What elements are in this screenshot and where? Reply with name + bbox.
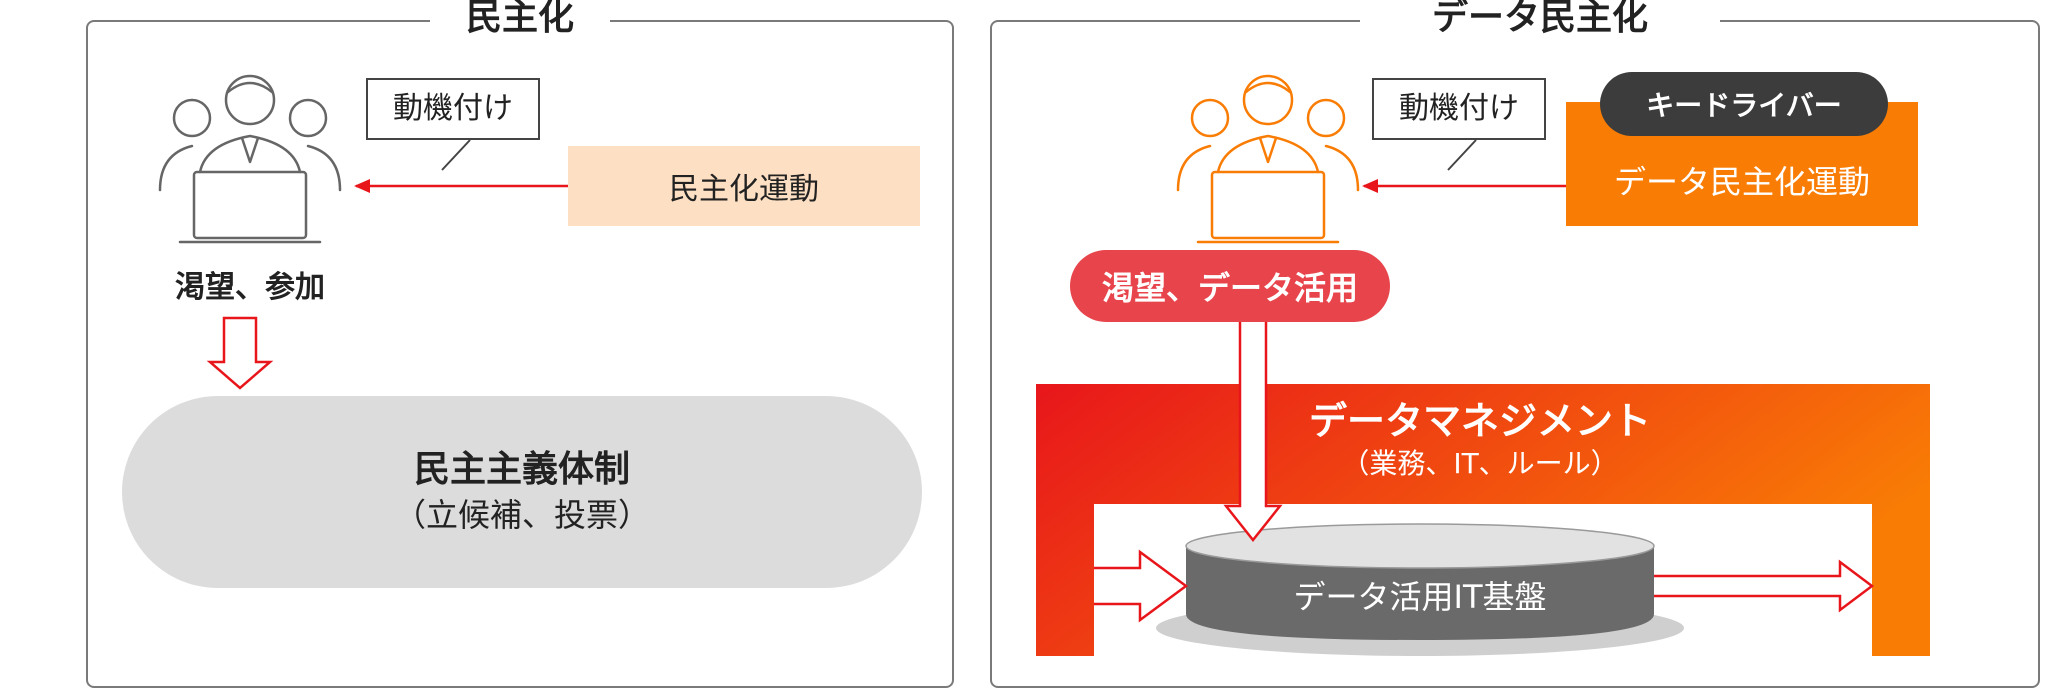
right-movement-label: データ民主化運動 (1613, 163, 1870, 201)
left-panel-title: 民主化 (430, 0, 610, 40)
left-system-ellipse: 民主主義体制 （立候補、投票） (122, 396, 922, 588)
right-desire-label: 渇望、データ活用 (1101, 269, 1358, 307)
key-driver-pill: キードライバー (1600, 72, 1888, 136)
platform-label: データ活用IT基盤 (1293, 578, 1547, 616)
key-driver-label: キードライバー (1646, 89, 1842, 122)
left-movement-label: 民主化運動 (669, 172, 819, 207)
left-desire-label: 渇望、参加 (175, 270, 325, 305)
right-desire-pill: 渇望、データ活用 (1070, 250, 1390, 322)
data-management-sub: （業務、IT、ルール） (1341, 447, 1619, 480)
data-management-title: データマネジメント (1308, 399, 1651, 443)
left-system-sub: （立候補、投票） (393, 496, 650, 534)
right-speech-bubble: 動機付け (1372, 78, 1546, 140)
left-system-title: 民主主義体制 (413, 449, 630, 490)
right-panel-title: データ民主化 (1360, 0, 1720, 40)
left-movement-box: 民主化運動 (568, 146, 920, 226)
left-speech-bubble: 動機付け (366, 78, 540, 140)
